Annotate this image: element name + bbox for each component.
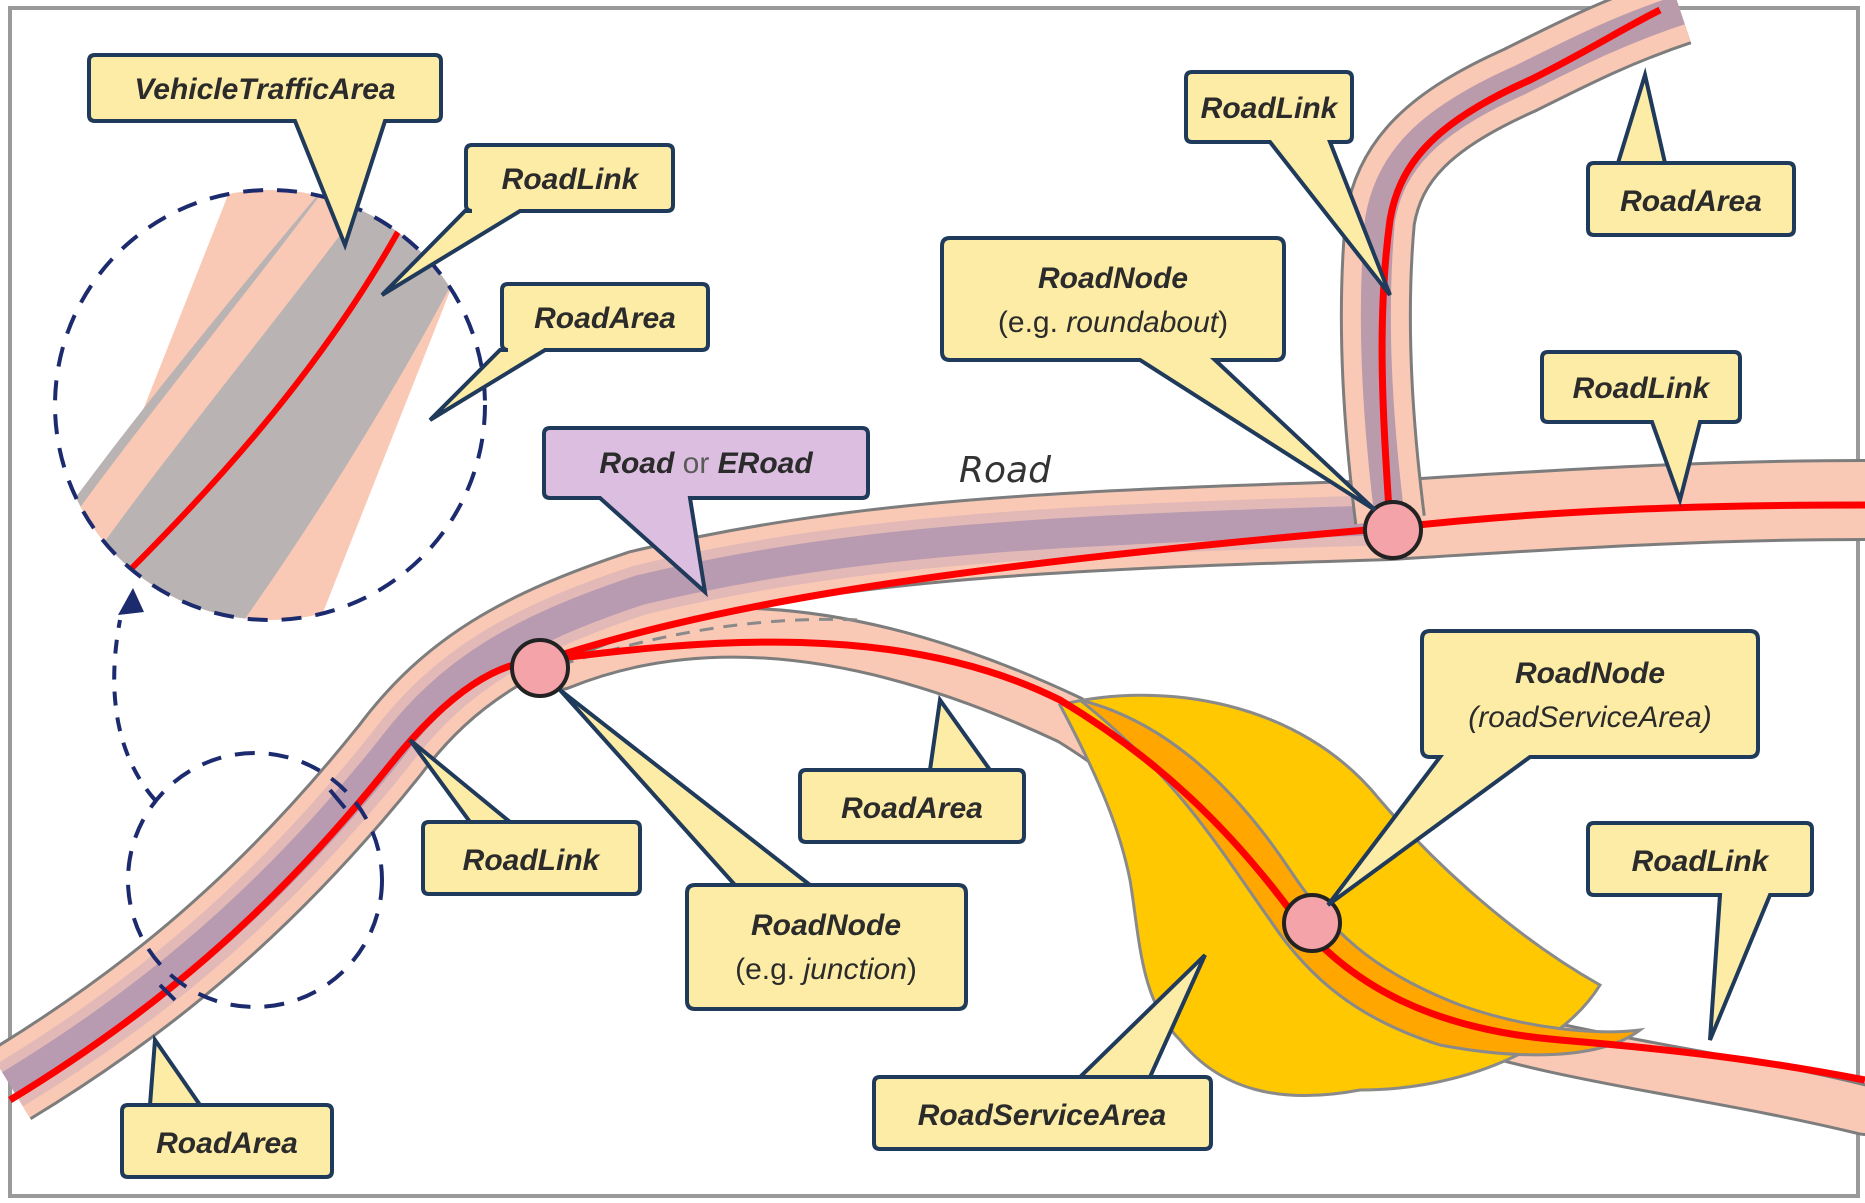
main-road-traffic [2, 505, 1391, 1098]
zoom-connector [112, 619, 157, 802]
focus-circle [126, 751, 384, 1009]
segment-tick [328, 788, 347, 810]
callout-roadarea-mid [798, 694, 1026, 844]
roadarea-mid-label: RoadArea [841, 792, 983, 825]
roadlink-left [8, 656, 546, 1103]
roadnode-service-title: RoadNode [1515, 657, 1665, 690]
roadarea-bottom-left-label: RoadArea [156, 1127, 298, 1160]
roadlink-upper [1378, 6, 1662, 529]
callout-roadarea-top [1586, 67, 1796, 237]
roadarea-top-label: RoadArea [1620, 185, 1762, 218]
roadnode-roundabout [1363, 500, 1423, 560]
roadnode-junction [510, 638, 570, 698]
vehicle-traffic-area-label: VehicleTrafficArea [134, 73, 395, 106]
segment-tick [158, 983, 177, 1002]
roadarea-zoom-label: RoadArea [534, 302, 676, 335]
callout-roadnode-roundabout [940, 236, 1377, 512]
roadlink-bottom-right-label: RoadLink [1632, 845, 1770, 878]
roadlink-top-label: RoadLink [1201, 92, 1339, 125]
callout-roadlink-right [1540, 350, 1742, 507]
roadnode-junction-title: RoadNode [751, 909, 901, 942]
road-service-area-lane [1079, 698, 1646, 1057]
callout-roadlink-top [1184, 70, 1392, 297]
callout-vehicle-traffic-area [87, 53, 443, 251]
roadnode-roundabout-example: (e.g. roundabout) [998, 306, 1228, 339]
callout-roadlink-left [408, 738, 642, 896]
main-road-traffic-glow [0, 495, 1391, 1107]
callout-roadlink-zoom [380, 143, 675, 297]
roadnode-service-example: (roadServiceArea) [1468, 701, 1711, 734]
road-floating-label: Road [959, 450, 1052, 491]
road-service-area-label: RoadServiceArea [918, 1099, 1166, 1132]
callout-roadnode-junction [558, 688, 968, 1011]
callout-roadarea-bottom-left [120, 1034, 334, 1179]
roadlink-right [1389, 501, 1865, 532]
roadnode-junction-example: (e.g. junction) [735, 953, 917, 986]
callout-road-service-area [872, 953, 1213, 1151]
zoom-arrowhead [118, 588, 144, 615]
zoom-circle [53, 188, 487, 622]
vehicle-traffic-area [55, 190, 485, 620]
callout-roadnode-service [1326, 629, 1760, 907]
roadlink-main [543, 524, 1391, 664]
callout-road-or-eroad [542, 426, 870, 598]
roadlink-branch [544, 638, 1865, 1084]
roadlink-left-label: RoadLink [463, 844, 601, 877]
callout-roadlink-bottom-right [1586, 821, 1814, 1041]
roadnode-roundabout-title: RoadNode [1038, 262, 1188, 295]
roadlink-zoom-label: RoadLink [502, 163, 640, 196]
road-or-eroad-label: Road or ERoad [599, 447, 813, 480]
roadnode-service [1282, 893, 1342, 953]
callout-roadarea-zoom [428, 282, 710, 422]
roadlink-right-label: RoadLink [1573, 372, 1711, 405]
